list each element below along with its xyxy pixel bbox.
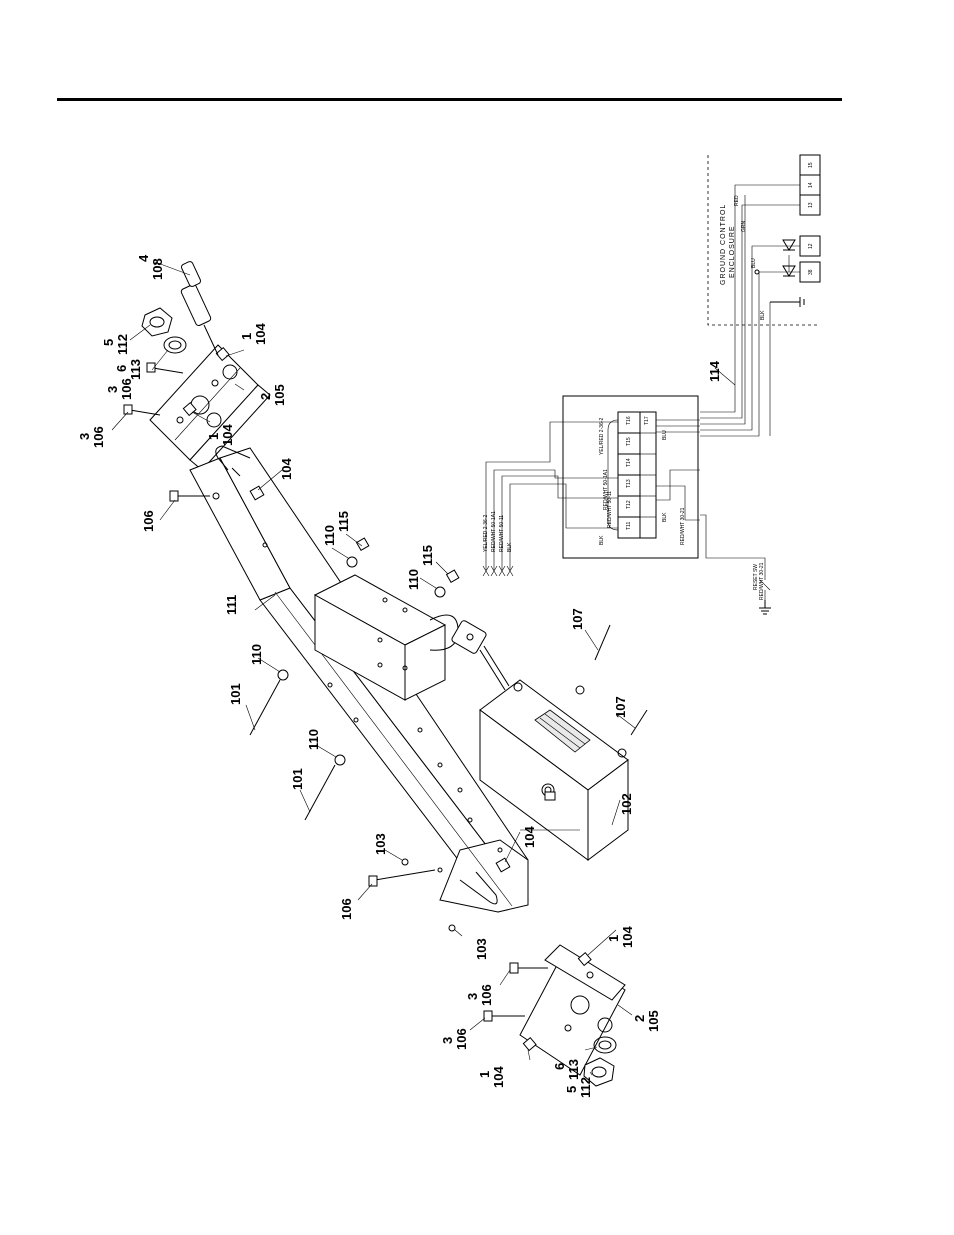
wire-blu: BLU [751, 258, 757, 268]
callout-108: 108 [150, 258, 165, 280]
callout-1b: 1 [206, 433, 221, 440]
screws-107 [594, 624, 648, 736]
strip-t11: T11 [626, 522, 632, 530]
term-12: 12 [808, 243, 814, 249]
box-yel-red: YEL/RED 2-36-2 [599, 418, 605, 455]
callout-110d: 110 [306, 729, 321, 750]
callout-2a: 2 [258, 393, 273, 400]
callout-4: 4 [136, 254, 151, 262]
callout-1a: 1 [239, 333, 254, 340]
callout-105a: 105 [272, 384, 287, 406]
callout-5b: 5 [564, 1086, 579, 1093]
callout-113a: 113 [128, 359, 143, 380]
leader-lines [111, 261, 736, 1076]
callout-106b: 106 [91, 426, 106, 448]
callout-112a: 112 [115, 334, 130, 355]
wire-blk: BLK [760, 310, 766, 320]
callout-1c: 1 [606, 935, 621, 942]
bolts-101 [249, 537, 460, 821]
callout-107b: 107 [613, 696, 628, 718]
callout-6a: 6 [114, 365, 129, 372]
wire-grn: GRN [741, 221, 747, 233]
strip-t15: T15 [626, 437, 632, 446]
top-fasteners [169, 485, 265, 502]
strip-t13: T13 [626, 479, 632, 488]
callout-111: 111 [224, 595, 239, 615]
callout-1d: 1 [477, 1071, 492, 1078]
callout-104d: 104 [522, 826, 537, 848]
callout-106d: 106 [339, 898, 354, 920]
callout-6b: 6 [552, 1063, 567, 1070]
term-13: 13 [808, 202, 814, 208]
box-blk: BLK [662, 512, 668, 522]
callout-3c: 3 [465, 993, 480, 1000]
wire-out-2: RED/WHT 50-1A1 [491, 511, 497, 552]
header-rule [57, 98, 842, 101]
callout-104e: 104 [620, 926, 635, 948]
callout-101b: 101 [290, 768, 305, 790]
strip-t17: T17 [644, 416, 650, 425]
callout-105b: 105 [646, 1010, 661, 1032]
callout-2b: 2 [632, 1015, 647, 1022]
term-38: 38 [808, 269, 814, 275]
wire-out-4: BLK [507, 542, 513, 552]
callout-104c: 104 [279, 458, 294, 480]
terminal-strip: T11 T12 T13 T14 T15 T16 T17 [617, 411, 657, 539]
term-15: 15 [808, 162, 814, 168]
enclosure-label-1: GROUND CONTROL [720, 204, 727, 285]
upper-end-bracket [123, 261, 271, 471]
wire-out-3: RED/WHT 50-11 [499, 515, 505, 552]
lower-fasteners [368, 857, 511, 932]
callout-110a: 110 [322, 525, 337, 546]
box-red-wht: RED/WHT 30-21 [680, 507, 686, 545]
main-channel [189, 445, 529, 913]
enclosure-label-2: ENCLOSURE [729, 225, 736, 278]
strip-t16: T16 [626, 416, 632, 425]
wiring-schematic: GROUND CONTROL ENCLOSURE 15 14 13 12 38 … [482, 154, 821, 615]
callout-113b: 113 [566, 1059, 581, 1080]
box-blk2: BLK [599, 535, 605, 545]
switch-label: RESET SW [753, 564, 759, 590]
callout-5a: 5 [101, 339, 116, 346]
lower-end-bracket [483, 944, 626, 1087]
strip-t12: T12 [626, 500, 632, 509]
callout-106f: 106 [454, 1028, 469, 1050]
callout-106c: 106 [141, 510, 156, 532]
box-blu: BLU [662, 430, 668, 440]
callout-104a: 104 [253, 323, 268, 345]
callout-103b: 103 [474, 938, 489, 960]
electrical-box [479, 679, 629, 861]
callout-106e: 106 [479, 984, 494, 1006]
callout-112b: 112 [578, 1077, 593, 1098]
callout-110b: 110 [406, 569, 421, 590]
callout-3a: 3 [105, 386, 120, 393]
callout-115a: 115 [336, 511, 351, 532]
callouts: 4 108 5 112 6 113 3 106 1 104 2 105 3 10… [77, 254, 722, 1098]
callout-101a: 101 [228, 683, 243, 705]
callout-103a: 103 [373, 833, 388, 855]
strip-t14: T14 [626, 458, 632, 467]
callout-106a: 106 [119, 378, 134, 400]
box-red-wht2: RED/WHT 50-1A1 [603, 469, 609, 510]
wire-red: RED [734, 195, 740, 206]
callout-114: 114 [707, 360, 722, 382]
callout-102: 102 [619, 793, 634, 815]
callout-110c: 110 [249, 644, 264, 665]
valve-block [313, 574, 510, 701]
callout-3b: 3 [77, 433, 92, 440]
callout-107a: 107 [570, 608, 585, 630]
callout-104b: 104 [220, 424, 235, 446]
box-red-wht3: RED/WHT 50-11 [607, 491, 613, 528]
callout-3d: 3 [440, 1037, 455, 1044]
callout-104f: 104 [491, 1066, 506, 1088]
wire-out-1: YEL/RED 2-36-2 [483, 515, 489, 552]
callout-115b: 115 [420, 545, 435, 566]
wire-bottom: RED/WHT 30-21 [759, 562, 765, 600]
term-14: 14 [808, 182, 814, 188]
